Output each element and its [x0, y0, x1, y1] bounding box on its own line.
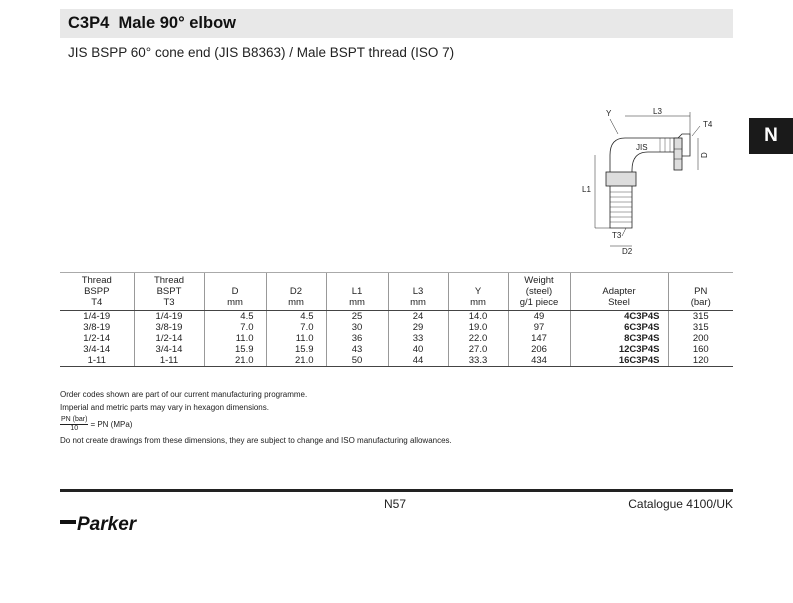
cell-weight: 147 [507, 333, 570, 344]
cell-d2: 11.0 [265, 333, 326, 344]
cell-l1: 25 [325, 310, 388, 322]
cell-t3: 1/4-19 [133, 310, 204, 322]
label-l3: L3 [653, 107, 662, 116]
cell-adapter: 6C3P4S [569, 322, 668, 333]
cell-l1: 50 [325, 355, 388, 367]
cell-weight: 434 [507, 355, 570, 367]
cell-t4: 3/4-14 [83, 344, 111, 355]
cell-l3: 40 [387, 344, 448, 355]
cell-adapter: 8C3P4S [569, 333, 668, 344]
note-drawings-disclaimer: Do not create drawings from these dimens… [60, 436, 452, 445]
header-weight: Weight(steel)g/1 piece [507, 272, 570, 311]
table-row: 1-11 1-11 21.0 21.0 50 44 33.3 434 16C3P… [60, 355, 733, 367]
cell-t3: 1/2-14 [133, 333, 204, 344]
cell-t3: 3/8-19 [133, 322, 204, 333]
label-l1: L1 [582, 185, 591, 194]
cell-pn: 315 [667, 322, 733, 333]
cell-weight: 97 [507, 322, 570, 333]
cell-weight: 49 [507, 310, 570, 322]
table-row: 3/8-19 3/8-19 7.0 7.0 30 29 19.0 97 6C3P… [60, 322, 733, 333]
cell-adapter: 12C3P4S [569, 344, 668, 355]
parker-logo: Parker [60, 514, 138, 534]
cell-d2: 7.0 [265, 322, 326, 333]
cell-d: 21.0 [203, 355, 266, 367]
header-pn: PN(bar) [667, 272, 733, 311]
elbow-technical-drawing: Y L3 T4 JIS D L1 T3 D2 [582, 107, 713, 256]
cell-pn: 200 [667, 333, 733, 344]
cell-d2: 4.5 [265, 310, 326, 322]
label-d: D [700, 152, 709, 158]
catalogue-label: Catalogue 4100/UK [628, 497, 733, 511]
cell-d: 15.9 [203, 344, 266, 355]
cell-d: 7.0 [203, 322, 266, 333]
pn-fraction: PN (bar)10 [60, 416, 89, 432]
cell-adapter: 4C3P4S [569, 310, 668, 322]
cell-t3: 3/4-14 [133, 344, 204, 355]
cell-l3: 29 [387, 322, 448, 333]
note-hexagon: Imperial and metric parts may vary in he… [60, 403, 269, 412]
cell-adapter: 16C3P4S [569, 355, 668, 367]
cell-t4: 1/2-14 [83, 333, 111, 344]
cell-y: 27.0 [447, 344, 508, 355]
page-title: C3P4 Male 90° elbow [68, 14, 237, 32]
cell-y: 22.0 [447, 333, 508, 344]
cell-pn: 315 [667, 310, 733, 322]
svg-text:Parker: Parker [77, 514, 138, 534]
cell-y: 14.0 [447, 310, 508, 322]
title-bar: C3P4 Male 90° elbow [60, 9, 733, 38]
page-subtitle: JIS BSPP 60° cone end (JIS B8363) / Male… [68, 45, 455, 60]
cell-t3: 1-11 [133, 355, 204, 367]
cell-l1: 43 [325, 344, 388, 355]
cell-d: 11.0 [203, 333, 266, 344]
label-d2: D2 [622, 247, 633, 256]
cell-l1: 30 [325, 322, 388, 333]
label-t4: T4 [703, 120, 713, 129]
cell-pn: 160 [667, 344, 733, 355]
cell-t4: 1-11 [60, 355, 134, 367]
cell-y: 33.3 [447, 355, 508, 367]
cell-l3: 33 [387, 333, 448, 344]
table-row: 1/2-14 1/2-14 11.0 11.0 36 33 22.0 147 8… [60, 333, 733, 344]
cell-d: 4.5 [203, 310, 266, 322]
table-row: 1/4-19 1/4-19 4.5 4.5 25 24 14.0 49 4C3P… [60, 310, 733, 322]
cell-t4: 1/4-19 [83, 311, 111, 322]
note-order-codes: Order codes shown are part of our curren… [60, 390, 308, 399]
cell-l3: 44 [387, 355, 448, 367]
note-pn-conversion: PN (bar)10 = PN (MPa) [60, 416, 133, 432]
label-t3: T3 [612, 231, 622, 240]
cell-d2: 15.9 [265, 344, 326, 355]
section-tab: N [749, 118, 793, 154]
footer-rule [60, 489, 733, 492]
cell-t4: 3/8-19 [83, 322, 111, 333]
page-number: N57 [384, 497, 407, 511]
cell-y: 19.0 [447, 322, 508, 333]
table-row: 3/4-14 3/4-14 15.9 15.9 43 40 27.0 206 1… [60, 344, 733, 355]
cell-pn: 120 [667, 355, 733, 367]
cell-d2: 21.0 [265, 355, 326, 367]
label-y: Y [606, 109, 612, 118]
label-jis: JIS [636, 143, 648, 152]
cell-l1: 36 [325, 333, 388, 344]
notes: Order codes shown are part of our curren… [60, 388, 452, 447]
cell-weight: 206 [507, 344, 570, 355]
cell-l3: 24 [387, 310, 448, 322]
